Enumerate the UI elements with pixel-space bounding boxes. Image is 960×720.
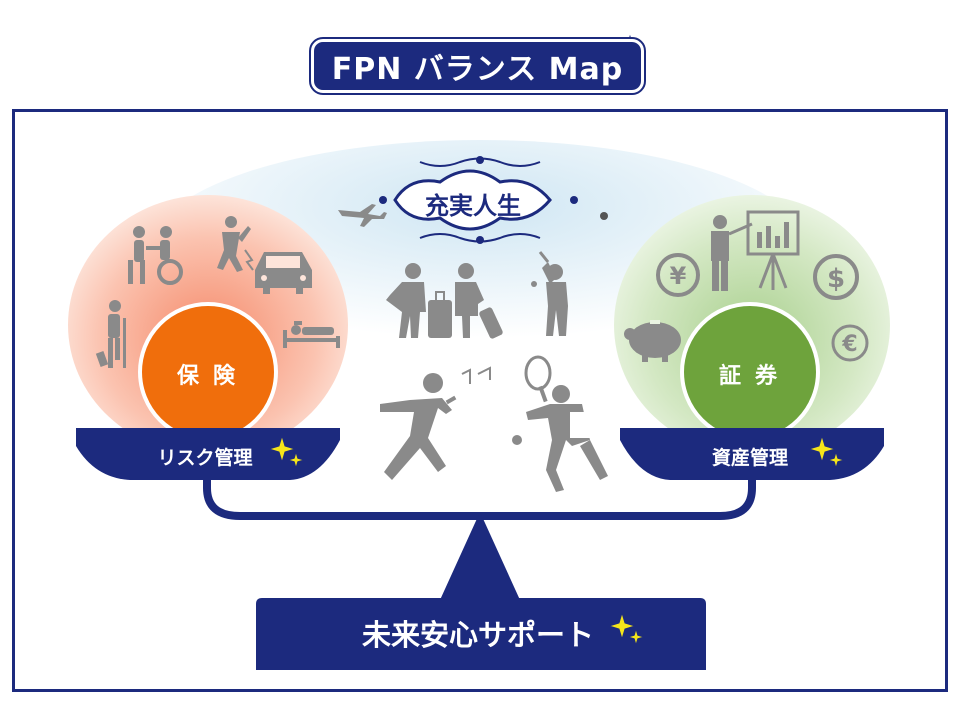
scale-fulcrum — [440, 512, 520, 600]
dollar-coin-icon: $ — [813, 254, 859, 300]
hospital-bed-icon — [283, 321, 340, 348]
leisure-icons — [338, 204, 608, 492]
support-label: 未来安心サポート — [361, 618, 594, 652]
diagram-frame — [12, 109, 948, 692]
life-badge — [379, 156, 578, 244]
svg-text:¥: ¥ — [670, 262, 687, 290]
piggy-bank-icon — [624, 320, 681, 362]
yen-coin-icon: ¥ — [656, 253, 700, 297]
presentation-icon — [711, 210, 800, 291]
page-title: FPN バランス Map — [331, 52, 624, 87]
securities-icons: ¥ $ € — [624, 210, 869, 362]
insurance-bar-label: リスク管理 — [157, 447, 253, 469]
airplane-icon — [338, 204, 387, 227]
life-badge-label: 充実人生 — [425, 192, 521, 220]
securities-bar-label: 資産管理 — [711, 447, 788, 469]
wheelchair-icon — [128, 226, 183, 285]
euro-coin-icon: € — [831, 324, 869, 362]
svg-text:$: $ — [827, 264, 845, 294]
insurance-circle-label: 保険 — [176, 364, 249, 389]
tennis-player-icon — [512, 355, 608, 492]
title-badge: FPN バランス Map — [309, 37, 646, 95]
singer-icon — [380, 366, 491, 480]
securities-circle-label: 証券 — [718, 364, 791, 389]
insurance-icons — [95, 216, 340, 368]
support-base — [256, 598, 706, 670]
svg-text:€: € — [841, 332, 857, 357]
insurance-pan — [76, 428, 340, 480]
travelers-icon — [386, 263, 503, 339]
golfer-icon — [531, 212, 608, 336]
securities-pan — [620, 428, 884, 480]
car-icon — [255, 252, 312, 294]
injury-icon — [217, 216, 254, 272]
crutch-icon — [95, 300, 126, 368]
